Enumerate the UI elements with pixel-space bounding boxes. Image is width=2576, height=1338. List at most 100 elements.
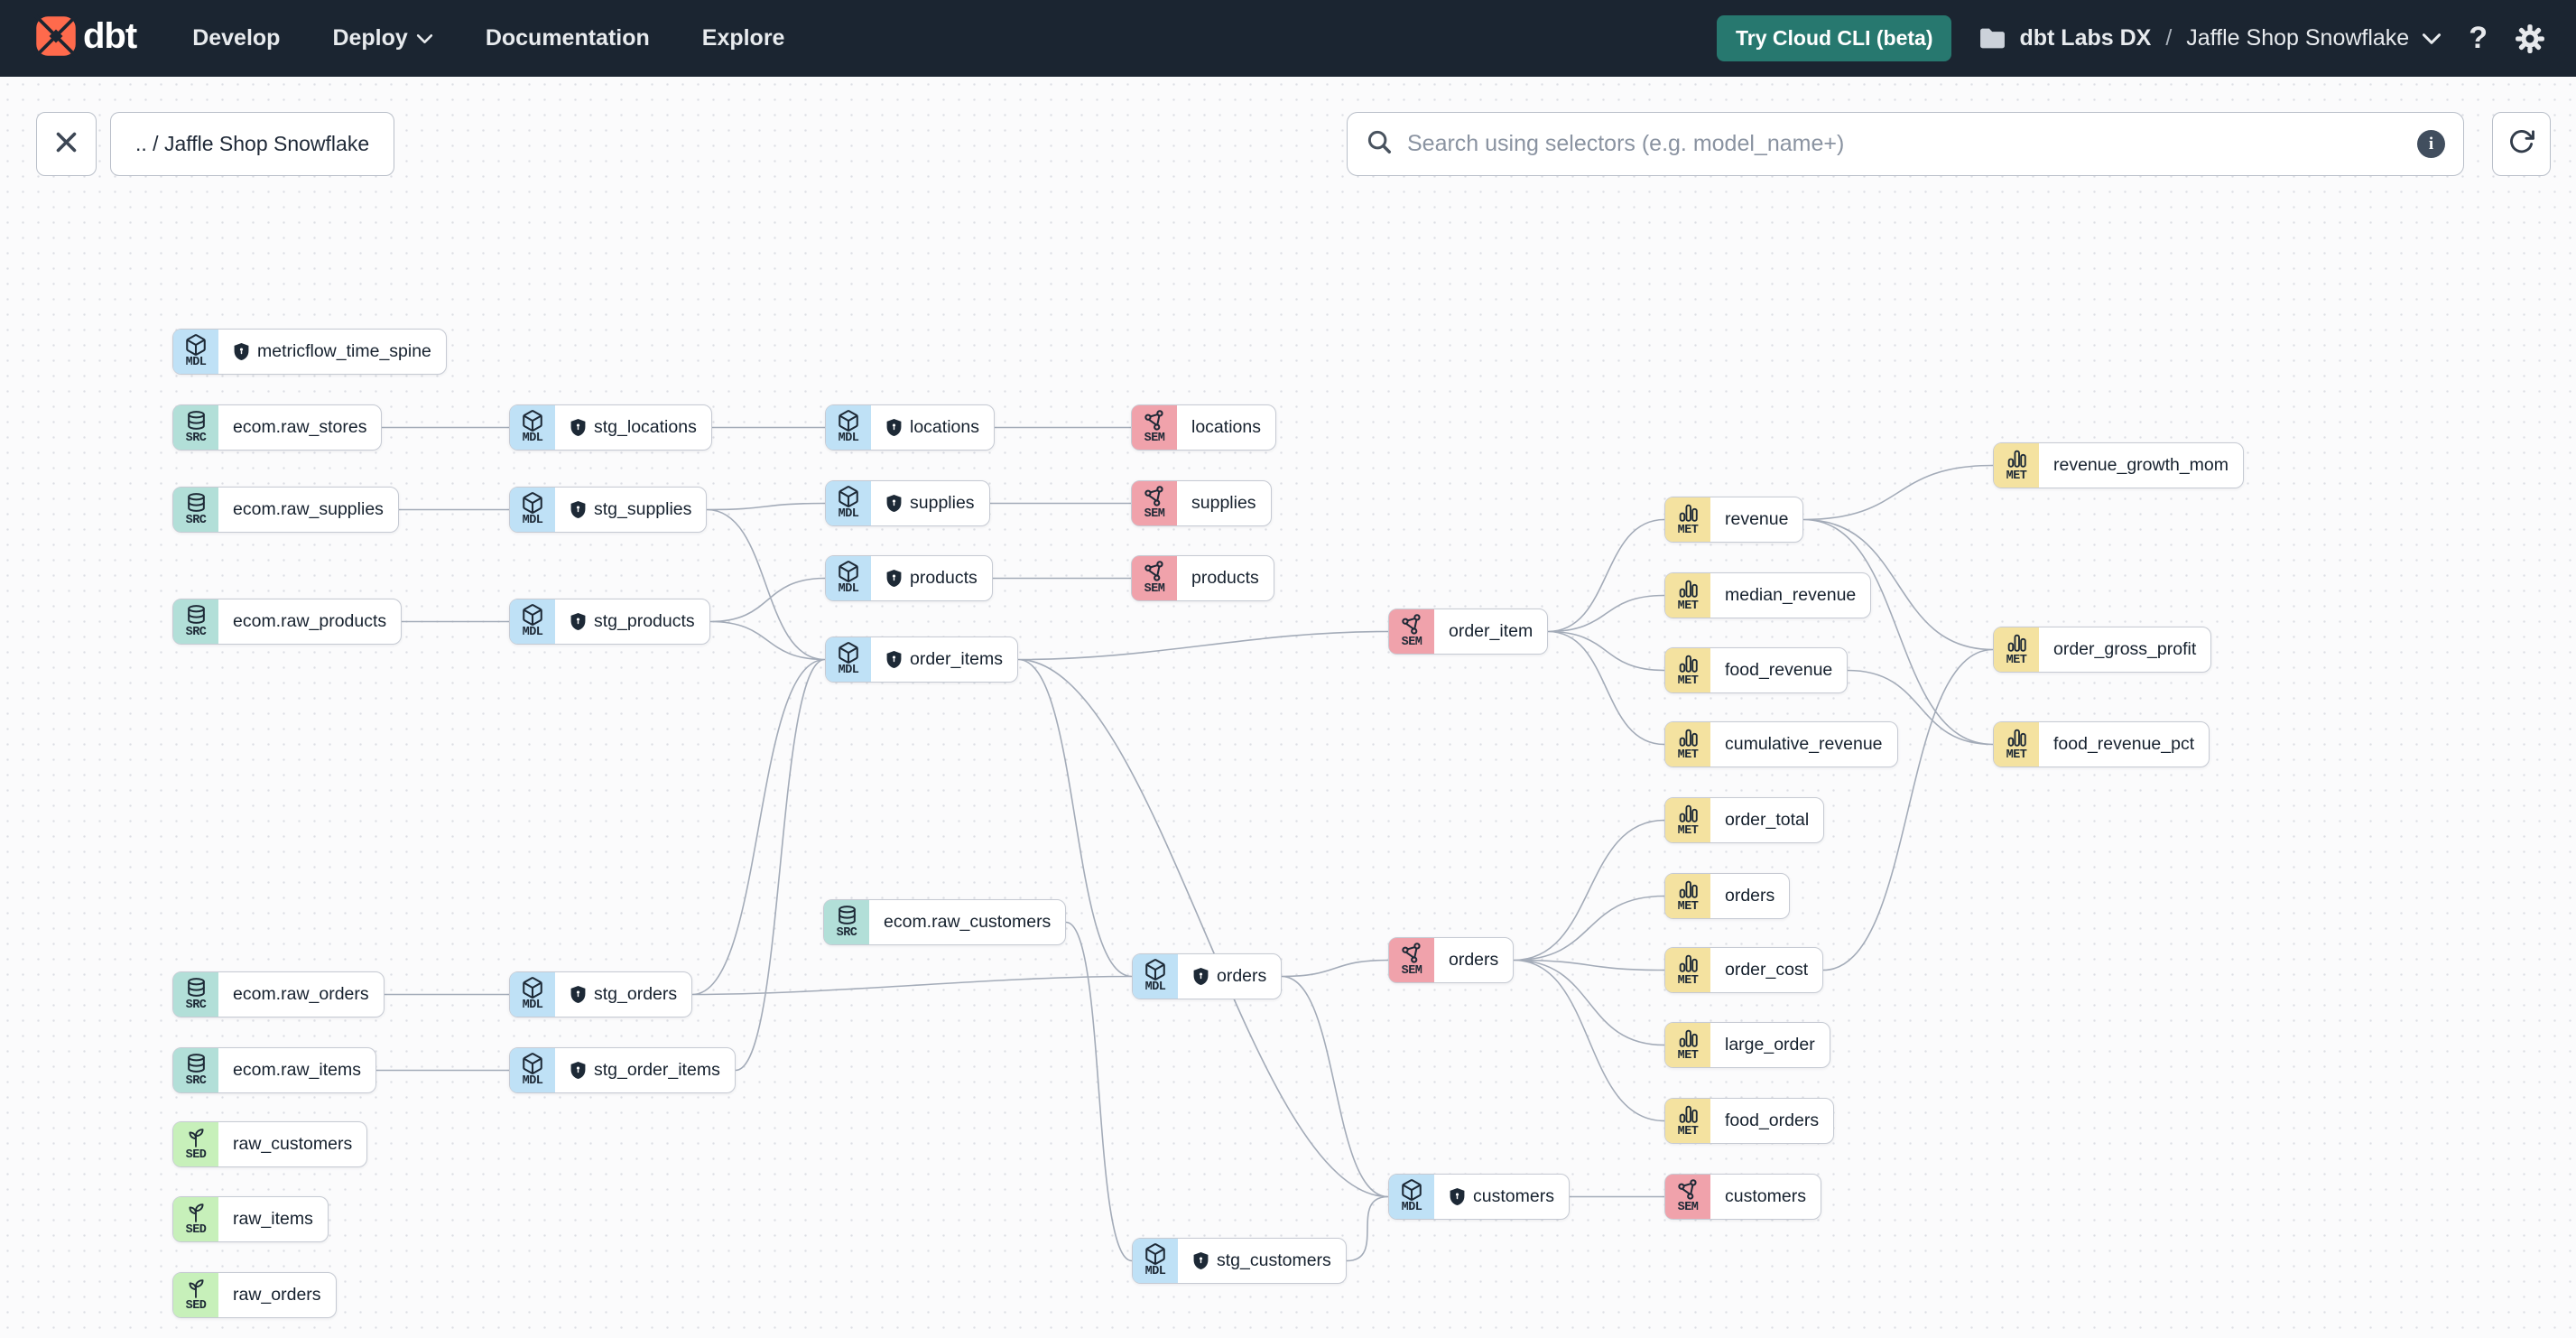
node-label: stg_products [594, 611, 695, 631]
lineage-node-ecom_raw_supplies[interactable]: SRC ecom.raw_supplies [172, 487, 399, 533]
nav-item-develop[interactable]: Develop [192, 25, 280, 51]
info-icon[interactable]: i [2417, 130, 2445, 158]
cube-type-badge: MDL [510, 599, 555, 644]
database-type-badge: SRC [173, 488, 218, 532]
node-type-label: SEM [1144, 432, 1165, 446]
node-type-label: MDL [1144, 980, 1166, 995]
bar-chart-type-badge: MET [1665, 1099, 1710, 1143]
node-name: revenue [1710, 497, 1802, 542]
node-label: median_revenue [1725, 585, 1857, 605]
cube-type-badge: MDL [510, 488, 555, 532]
database-type-badge: SRC [824, 900, 869, 944]
node-name: revenue_growth_mom [2039, 443, 2243, 488]
node-label: ecom.raw_stores [233, 417, 367, 437]
bar-chart-type-badge: MET [1665, 1023, 1710, 1067]
cube-type-badge: MDL [1389, 1175, 1434, 1219]
bar-chart-icon [1677, 578, 1700, 600]
node-name: food_orders [1710, 1099, 1833, 1143]
network-type-badge: SEM [1132, 556, 1177, 600]
network-type-badge: SEM [1389, 938, 1434, 982]
lineage-node-products_sem[interactable]: SEM products [1131, 555, 1274, 601]
lineage-node-stg_products[interactable]: MDL stg_products [509, 599, 710, 645]
cube-type-badge: MDL [510, 405, 555, 450]
cube-type-badge: MDL [173, 330, 218, 374]
node-label: ecom.raw_products [233, 611, 387, 631]
seedling-icon [185, 1202, 208, 1224]
dbt-logo[interactable]: dbt [33, 14, 137, 62]
node-label: products [1191, 568, 1259, 588]
try-cloud-cli-button[interactable]: Try Cloud CLI (beta) [1716, 15, 1952, 61]
node-type-label: MDL [1144, 1265, 1166, 1279]
bar-chart-icon [2006, 727, 2028, 749]
lineage-node-stg_supplies[interactable]: MDL stg_supplies [509, 487, 708, 533]
lineage-node-orders_sem[interactable]: SEM orders [1388, 937, 1515, 983]
shield-icon [1192, 967, 1209, 986]
network-type-badge: SEM [1132, 481, 1177, 525]
gear-icon[interactable] [2515, 23, 2545, 54]
nav-items: Develop Deploy Documentation Explore [192, 25, 784, 51]
node-name: food_revenue [1710, 648, 1847, 692]
close-lineage-button[interactable] [36, 112, 97, 176]
nav-item-documentation[interactable]: Documentation [486, 25, 650, 51]
chevron-down-icon[interactable] [2422, 33, 2442, 45]
nav-item-label: Documentation [485, 25, 650, 51]
account-name[interactable]: dbt Labs DX [2019, 25, 2152, 51]
lineage-node-orders_model[interactable]: MDL orders [1132, 953, 1283, 999]
close-icon [54, 130, 79, 159]
search-bar[interactable]: i [1347, 112, 2464, 176]
node-type-label: MDL [522, 999, 543, 1013]
refresh-button[interactable] [2492, 112, 2551, 176]
node-type-label: SRC [185, 513, 207, 527]
node-label: ecom.raw_supplies [233, 499, 384, 519]
node-label: orders [1449, 950, 1499, 970]
network-type-badge: SEM [1389, 609, 1434, 654]
cube-type-badge: MDL [1133, 1239, 1178, 1283]
bar-chart-icon [1677, 1027, 1700, 1050]
node-label: orders [1217, 966, 1267, 986]
nav-item-deploy[interactable]: Deploy [332, 25, 432, 51]
node-name: orders [1178, 954, 1281, 999]
search-input[interactable] [1405, 130, 2405, 158]
breadcrumb[interactable]: .. / Jaffle Shop Snowflake [110, 112, 395, 176]
node-label: stg_supplies [594, 499, 692, 519]
database-icon [185, 604, 208, 627]
nav-item-explore[interactable]: Explore [702, 25, 785, 51]
help-icon[interactable]: ? [2469, 21, 2488, 55]
project-name[interactable]: Jaffle Shop Snowflake [2186, 25, 2410, 51]
